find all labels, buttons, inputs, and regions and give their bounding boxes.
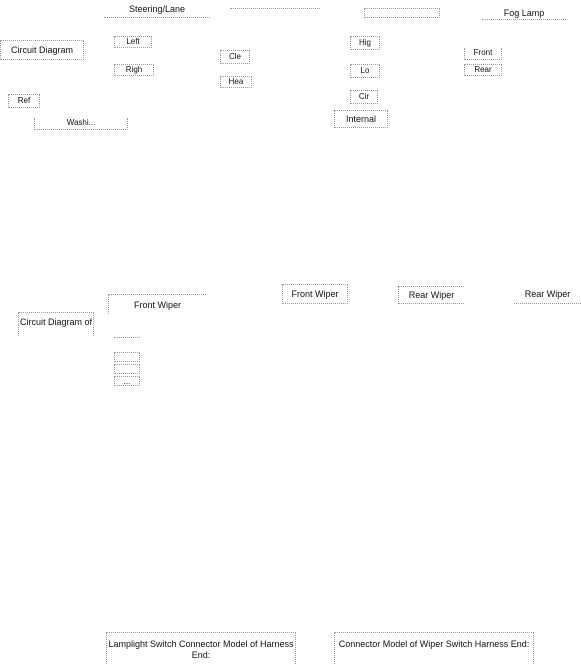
small-box-b: [114, 352, 140, 362]
wash-box: Washi...: [34, 118, 128, 130]
steering-lane-label: Steering/Lane: [104, 4, 210, 18]
wiper-connector-label: Connector Model of Wiper Switch Harness …: [334, 632, 534, 664]
cle-box: Cle: [220, 50, 250, 64]
top-center-box: [230, 8, 320, 18]
hea-box: Hea: [220, 76, 252, 88]
ref-box: Ref: [8, 94, 40, 108]
top-right-box: [364, 8, 440, 18]
lamplight-connector-label: Lamplight Switch Connector Model of Harn…: [106, 632, 296, 664]
circuit-diagram-box: Circuit Diagram: [0, 40, 84, 60]
left-box: Left: [114, 36, 152, 48]
right-box: Righ: [114, 64, 154, 76]
front-wiper-left-label: Front Wiper: [108, 294, 206, 314]
small-box-a: [114, 330, 140, 338]
hig-box: Hig: [350, 36, 380, 50]
front-wiper-mid-box: Front Wiper: [282, 284, 348, 304]
internal-box: Internal: [334, 110, 388, 128]
small-box-c: [114, 364, 140, 374]
fog-lamp-label: Fog Lamp: [482, 8, 566, 20]
cir-box: Cir: [350, 90, 378, 104]
rear-wiper-mid-box: Rear Wiper: [398, 286, 464, 304]
lo-box: Lo: [350, 64, 380, 78]
small-box-d: ...: [114, 376, 140, 386]
rear-wiper-right-label: Rear Wiper: [514, 286, 581, 304]
circuit-diagram-of-box: Circuit Diagram of: [18, 312, 94, 336]
rear-box: Rear: [464, 64, 502, 76]
front-box: Front: [464, 48, 502, 60]
